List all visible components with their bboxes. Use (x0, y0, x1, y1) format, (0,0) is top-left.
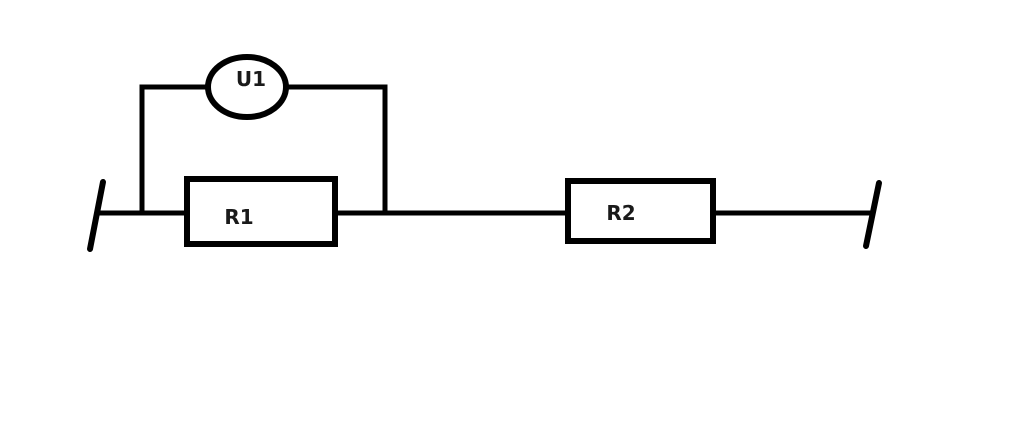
resistor-r1: R1 (184, 176, 338, 247)
voltmeter-label: U1 (236, 67, 266, 91)
wire-voltmeter-loop-right (286, 84, 388, 215)
resistor-r2-label: R2 (606, 201, 635, 225)
right-terminal (863, 180, 882, 249)
voltmeter-u1: U1 (205, 54, 289, 120)
voltmeter-body (205, 54, 289, 120)
resistor-r2-body (565, 178, 716, 244)
resistor-r2: R2 (565, 178, 716, 244)
resistor-r1-body (184, 176, 338, 247)
wire-voltmeter-loop-left (139, 84, 208, 215)
resistor-r1-label: R1 (224, 205, 253, 229)
